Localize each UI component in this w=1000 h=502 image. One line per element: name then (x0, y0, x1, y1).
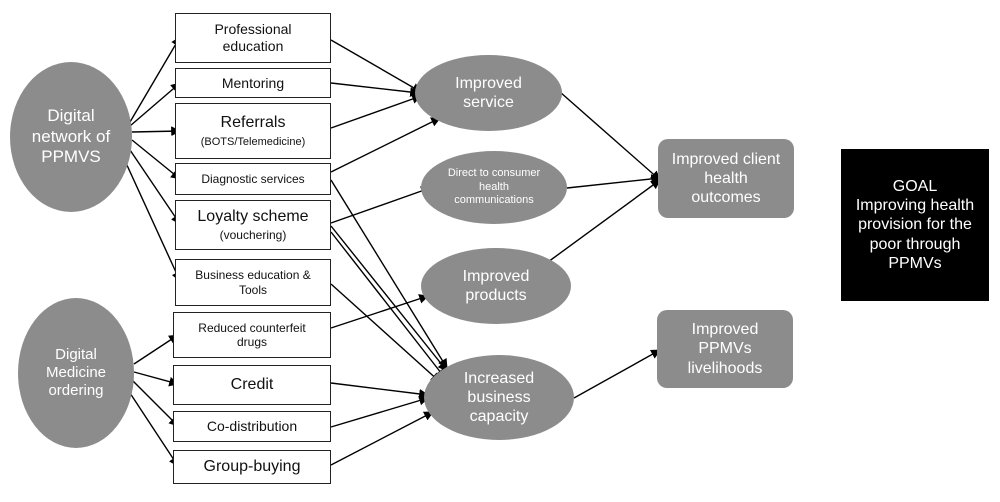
arrow-diagnostic-to-service (330, 117, 441, 173)
co-distribution-box: Co-distribution (173, 411, 331, 442)
direct-to-consumer-label: Direct to consumer health communications (447, 166, 541, 207)
arrow-service-to-client-health (559, 91, 661, 181)
arrow-co-distribution-to-capacity (330, 395, 429, 428)
referrals-sublabel: (BOTS/Telemedicine) (200, 136, 306, 148)
arrow-group-buying-to-capacity (330, 411, 434, 466)
improved-products-node: Improved products (421, 248, 571, 324)
reduced-counterfeit-label: Reduced counterfeit drugs (198, 320, 306, 349)
arrow-business-education-to-capacity (330, 283, 441, 383)
loyalty-scheme-box: Loyalty scheme (vouchering) (175, 200, 331, 250)
mentoring-box: Mentoring (175, 68, 331, 98)
arrow-medicine-to-reduced-counterfeit (133, 334, 179, 365)
professional-education-label: Professional education (214, 21, 292, 54)
arrow-capacity-to-livelihoods (573, 349, 661, 399)
arrow-professional-education-to-service (330, 39, 422, 93)
diagnostic-services-box: Diagnostic services (175, 163, 331, 195)
digital-medicine-label: Digital Medicine ordering (45, 346, 107, 399)
arrow-loyalty-to-capacity-2 (330, 231, 446, 379)
arrow-credit-to-capacity (330, 382, 429, 399)
mentoring-label: Mentoring (221, 74, 285, 91)
client-health-box: Improved client health outcomes (658, 139, 794, 218)
arrow-network-to-mentoring (129, 82, 181, 127)
arrow-direct-to-client-health (566, 174, 661, 189)
arrow-loyalty-to-capacity-1 (330, 225, 448, 372)
ppmv-livelihoods-label: Improved PPMVs livelihoods (687, 321, 763, 377)
goal-text: Improving health provision for the poor … (855, 197, 975, 272)
arrow-network-to-diagnostic (131, 139, 181, 180)
business-education-label: Business education & Tools (195, 268, 311, 297)
loyalty-scheme-label: Loyalty scheme (197, 208, 309, 226)
arrow-network-to-loyalty (129, 149, 181, 225)
improved-service-node: Improved service (415, 55, 562, 131)
reduced-counterfeit-box: Reduced counterfeit drugs (173, 312, 331, 358)
arrow-medicine-to-group-buying (127, 389, 179, 467)
arrow-network-to-referrals (131, 126, 181, 137)
credit-box: Credit (173, 365, 331, 405)
arrow-products-to-client-health (547, 179, 661, 263)
arrow-medicine-to-credit (133, 371, 179, 387)
client-health-label: Improved client health outcomes (671, 150, 781, 207)
arrow-network-to-business-education (125, 162, 181, 282)
increased-capacity-node: Increased business capacity (424, 355, 574, 440)
referrals-box: Referrals (BOTS/Telemedicine) (175, 103, 331, 159)
goal-box: GOAL Improving health provision for the … (841, 149, 989, 301)
arrow-medicine-to-co-distribution (131, 379, 179, 427)
improved-service-label: Improved service (455, 74, 522, 111)
goal-title: GOAL (892, 178, 938, 196)
diagnostic-services-label: Diagnostic services (201, 171, 305, 186)
co-distribution-label: Co-distribution (206, 418, 298, 435)
increased-capacity-label: Increased business capacity (463, 369, 535, 426)
improved-products-label: Improved products (462, 267, 530, 304)
arrow-reduced-counterfeit-to-products (330, 294, 429, 329)
arrow-loyalty-to-direct (330, 186, 431, 224)
direct-to-consumer-node: Direct to consumer health communications (421, 151, 567, 224)
group-buying-label: Group-buying (203, 458, 301, 476)
digital-network-node: Digital network of PPMVS (10, 62, 132, 212)
credit-label: Credit (230, 376, 274, 394)
digital-medicine-node: Digital Medicine ordering (18, 298, 134, 448)
arrow-referrals-to-service (330, 94, 422, 129)
ppmv-livelihoods-box: Improved PPMVs livelihoods (657, 310, 793, 388)
professional-education-box: Professional education (175, 13, 331, 63)
arrow-diagnostic-to-capacity (330, 179, 448, 369)
referrals-label: Referrals (220, 113, 286, 131)
loyalty-scheme-sublabel: (vouchering) (219, 228, 287, 243)
arrow-network-to-professional-education (129, 36, 181, 123)
business-education-box: Business education & Tools (175, 259, 331, 306)
digital-network-label: Digital network of PPMVS (31, 106, 111, 167)
arrow-mentoring-to-service (330, 82, 420, 97)
group-buying-box: Group-buying (173, 450, 331, 484)
